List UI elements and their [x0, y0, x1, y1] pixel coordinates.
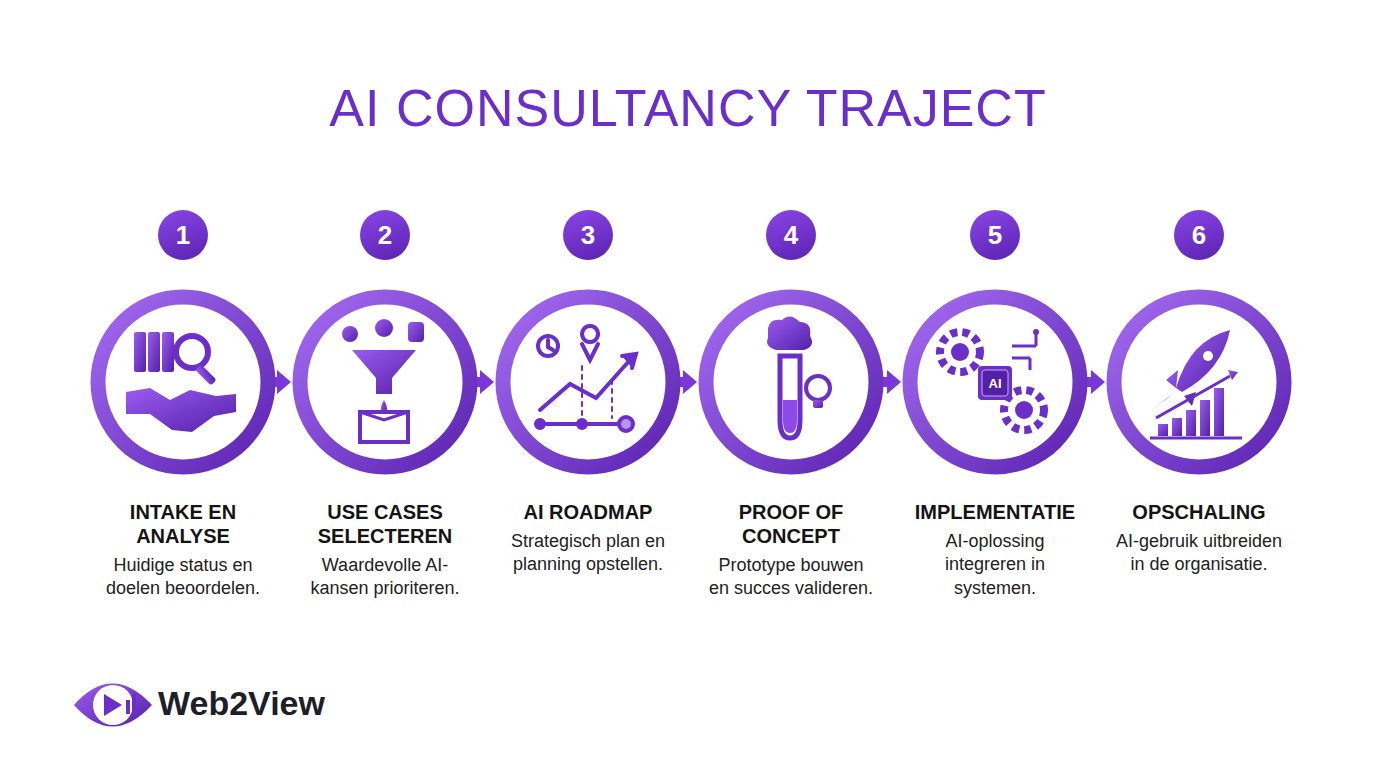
step-number-badge: 3: [563, 210, 613, 260]
step-heading: OPSCHALING: [1099, 500, 1299, 524]
step-number-badge: 6: [1174, 210, 1224, 260]
flow-arrow: [881, 370, 901, 394]
ring-outline: [89, 288, 277, 476]
step-number-badge: 1: [158, 210, 208, 260]
rocket-icon: [1150, 330, 1242, 438]
step-description: Strategisch plan en planning opstellen.: [503, 530, 673, 577]
gears-chip-icon: [940, 329, 1044, 430]
ring-outline: [291, 288, 479, 476]
step-ring: OPSCHALING AI-gebruik uitbreiden in de or…: [1099, 288, 1299, 581]
step-number: 5: [988, 220, 1002, 251]
logo-wordmark: Web2View: [158, 684, 325, 723]
step-number-badge: 5: [970, 210, 1020, 260]
step-ring: USE CASES SELECTEREN Waardevolle AI-kanse…: [285, 288, 485, 605]
step-heading: USE CASES SELECTEREN: [285, 500, 485, 548]
step-heading: IMPLEMENTATIE: [895, 500, 1095, 524]
roadmap-icon: [536, 326, 636, 431]
funnel-icon: [342, 319, 424, 442]
flow-arrow: [678, 370, 697, 394]
step-description: AI-gebruik uitbreiden in de organisatie.: [1114, 530, 1284, 577]
chip-label: AI: [989, 376, 1002, 391]
step-ring: AI ROADMAP Strategisch plan en planning o…: [488, 288, 688, 581]
step-heading: AI ROADMAP: [488, 500, 688, 524]
step-ring: PROOF OF CONCEPT Prototype bouwen en succ…: [691, 288, 891, 605]
ring-outline: [697, 288, 885, 476]
step-description: AI-oplossing integreren in systemen.: [910, 530, 1080, 600]
step-ring: INTAKE EN ANALYSE Huidige status en doele…: [83, 288, 283, 605]
step-ring: IMPLEMENTATIE AI-oplossing integreren in …: [895, 288, 1095, 604]
ring-outline: [1105, 288, 1293, 476]
step-number: 3: [581, 220, 595, 251]
step-heading: PROOF OF CONCEPT: [691, 500, 891, 548]
analysis-icon: [126, 332, 236, 432]
flow-arrow: [273, 370, 291, 394]
step-number-badge: 2: [360, 210, 410, 260]
step-number-badge: 4: [766, 210, 816, 260]
step-description: Prototype bouwen en succes valideren.: [706, 554, 876, 601]
step-heading: INTAKE EN ANALYSE: [83, 500, 283, 548]
step-description: Huidige status en doelen beoordelen.: [98, 554, 268, 601]
ring-outline: [494, 288, 682, 476]
lab-icon: [767, 316, 830, 438]
diagram-title: AI CONSULTANCY TRAJECT: [0, 78, 1376, 138]
step-number: 6: [1192, 220, 1206, 251]
step-description: Waardevolle AI-kansen prioriteren.: [300, 554, 470, 601]
logo-mark: [74, 684, 152, 727]
step-number: 2: [378, 220, 392, 251]
flow-arrow: [1085, 370, 1105, 394]
step-number: 4: [784, 220, 798, 251]
flow-arrow: [475, 370, 494, 394]
step-number: 1: [176, 220, 190, 251]
